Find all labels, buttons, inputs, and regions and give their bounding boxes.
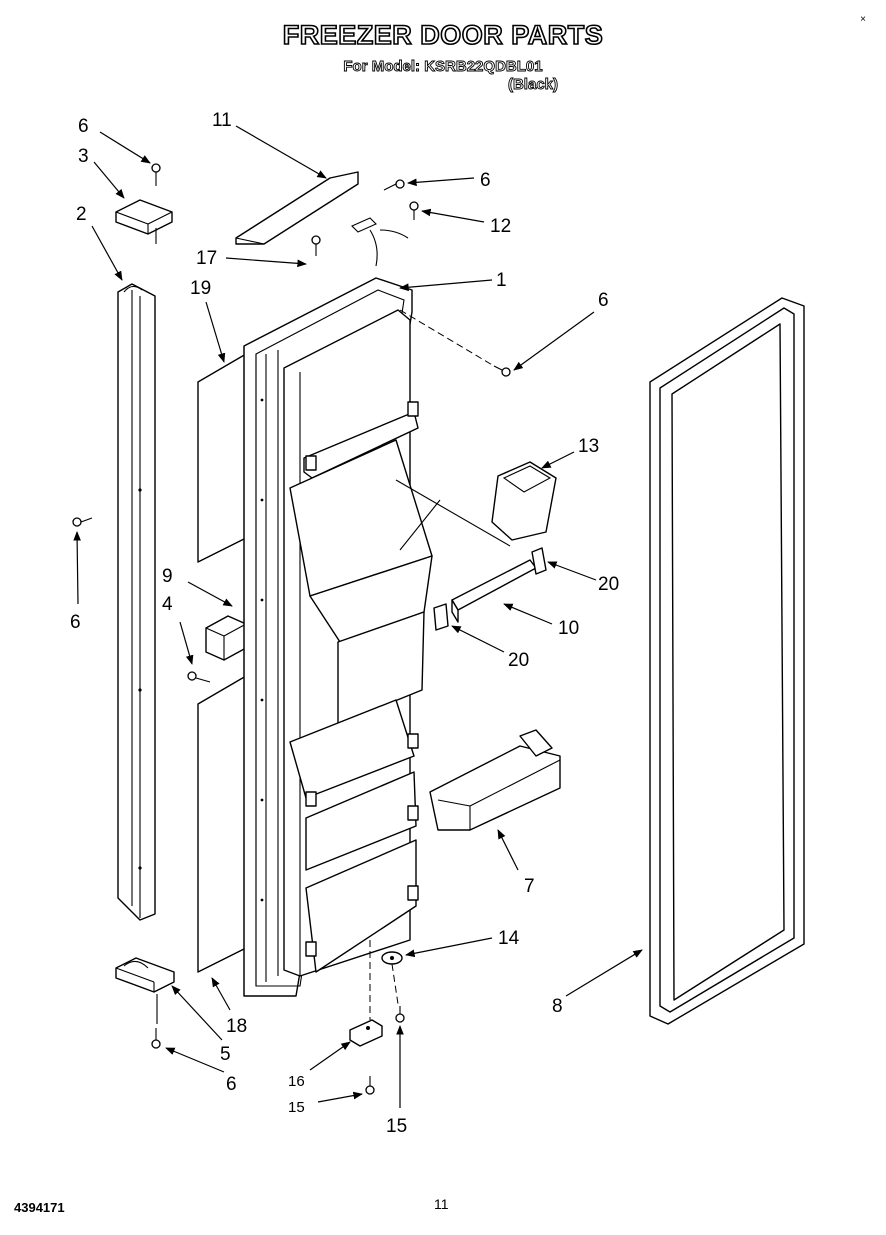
door-gasket-part [649, 297, 805, 1025]
insulation-panel-upper [197, 353, 247, 563]
callout-15: 15 [288, 1099, 305, 1116]
door-stop-part [381, 951, 403, 965]
callout-2: 2 [76, 204, 87, 225]
diagram-title: FREEZER DOOR PARTS [282, 19, 604, 51]
callout-6: 6 [598, 290, 609, 311]
side-trim-part [117, 283, 156, 921]
callout-6: 6 [226, 1074, 237, 1095]
door-shelves [289, 401, 433, 973]
callout-18: 18 [226, 1016, 247, 1037]
ice-chute-part [491, 461, 557, 541]
leader-lines [73, 125, 643, 1108]
callout-4: 4 [162, 594, 173, 615]
callout-6: 6 [70, 612, 81, 633]
callout-5: 5 [220, 1044, 231, 1065]
bracket-part [205, 615, 247, 661]
callout-7: 7 [524, 876, 535, 897]
model-line: For Model: KSRB22QDBL01 [343, 58, 543, 76]
screw-icons [72, 163, 511, 1095]
door-bin-part [429, 729, 561, 831]
callout-20: 20 [598, 574, 619, 595]
callout-19: 19 [190, 278, 211, 299]
end-cap-lower [433, 603, 449, 631]
callout-3: 3 [78, 146, 89, 167]
corner-mark: × [860, 14, 866, 25]
callout-8: 8 [552, 996, 563, 1017]
callout-20: 20 [508, 650, 529, 671]
color-line: (Black) [507, 76, 559, 94]
callout-9: 9 [162, 566, 173, 587]
callout-16: 16 [288, 1073, 305, 1090]
callout-12: 12 [490, 216, 511, 237]
page-number: 11 [434, 1196, 449, 1212]
callout-17: 17 [196, 248, 217, 269]
callout-6: 6 [78, 116, 89, 137]
insulation-panel-lower [197, 675, 247, 973]
end-cap-upper [531, 547, 547, 575]
callout-labels: 6 3 2 6 11 6 12 17 19 1 6 13 20 10 20 9 … [70, 110, 619, 1137]
callout-6: 6 [480, 170, 491, 191]
top-trim-part [235, 171, 359, 245]
callout-13: 13 [578, 436, 599, 457]
document-code: 4394171 [14, 1200, 65, 1215]
bottom-hinge-part [115, 957, 175, 1024]
callout-11: 11 [212, 110, 232, 131]
callout-15: 15 [386, 1116, 407, 1137]
top-hinge-part [115, 199, 173, 244]
callout-10: 10 [558, 618, 579, 639]
callout-1: 1 [496, 270, 507, 291]
callout-14: 14 [498, 928, 520, 949]
closing-cam-part [349, 1019, 383, 1047]
